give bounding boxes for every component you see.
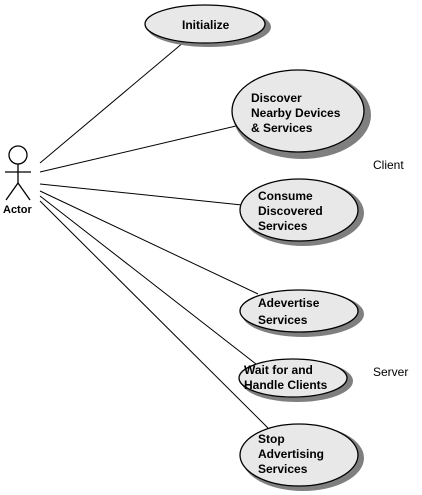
use-case-advertise[interactable]: Adevertise Services (239, 289, 364, 337)
actor[interactable]: Actor (3, 145, 32, 216)
client-group-label: Client (373, 158, 404, 172)
use-case-stop[interactable]: Stop Advertising Services (239, 423, 364, 491)
use-case-discover-label: Discover Nearby Devices & Services (251, 91, 344, 135)
use-case-initialize-label: Initialize (182, 18, 230, 32)
actor-figure-icon (5, 145, 31, 201)
server-group-label: Server (373, 365, 408, 379)
actor-label: Actor (3, 204, 32, 216)
use-case-discover[interactable]: Discover Nearby Devices & Services (231, 69, 371, 159)
association-stop (39, 200, 269, 429)
use-case-wait[interactable]: Wait for and Handle Clients (238, 358, 353, 402)
use-case-stop-label: Stop Advertising Services (258, 432, 327, 476)
use-case-consume-label: Consume Discovered Services (258, 189, 326, 233)
use-case-advertise-label: Adevertise Services (258, 296, 323, 327)
association-advertise (39, 190, 259, 295)
association-initialize (39, 41, 185, 164)
association-lines (39, 41, 269, 429)
use-case-consume[interactable]: Consume Discovered Services (239, 178, 364, 246)
association-consume (39, 183, 243, 206)
association-wait (39, 195, 257, 365)
association-discover (39, 125, 237, 173)
use-case-wait-label: Wait for and Handle Clients (244, 363, 328, 392)
use-case-initialize[interactable]: Initialize (144, 4, 271, 47)
